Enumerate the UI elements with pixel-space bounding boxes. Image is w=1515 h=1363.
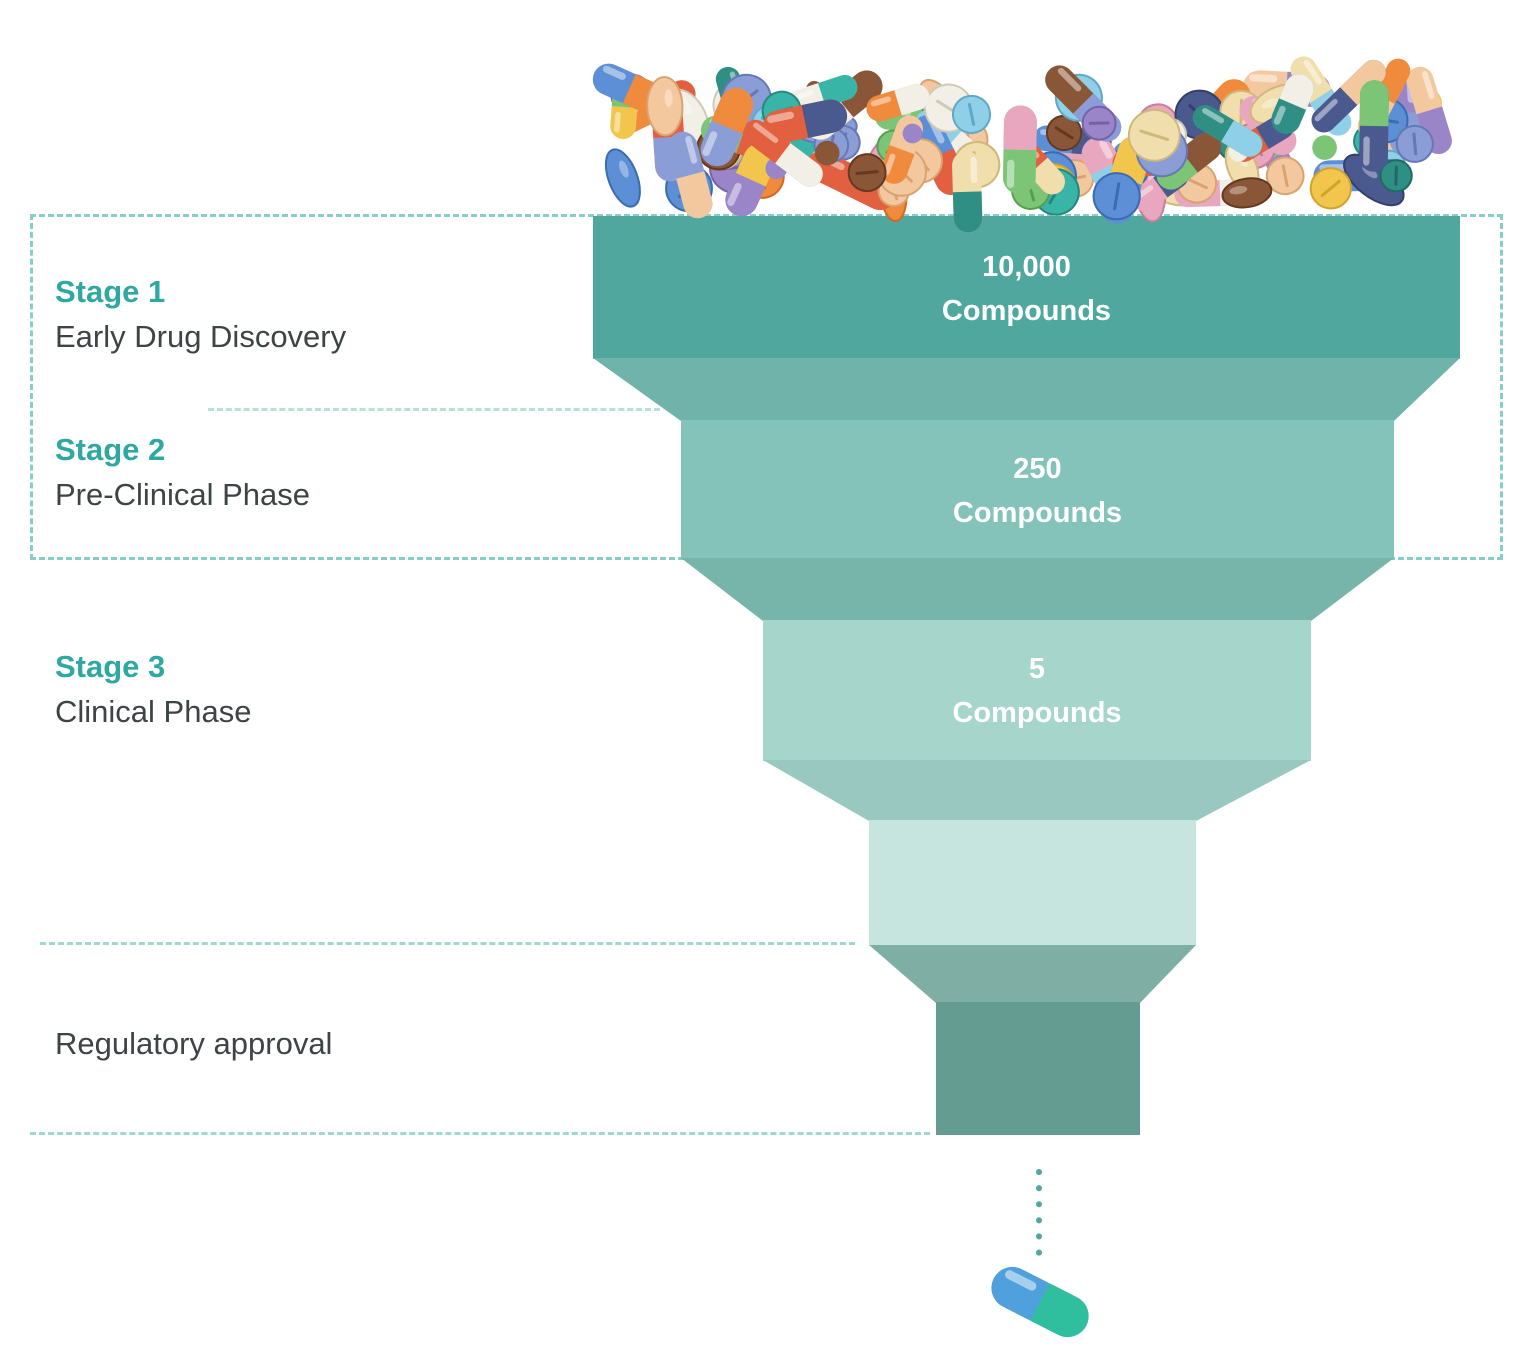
- band-3-count: 5: [1028, 653, 1046, 685]
- stage-2-title: Stage 2: [55, 432, 166, 467]
- funnel-transition-1: [593, 358, 1460, 421]
- band-1-value: 10,000 Compounds: [593, 246, 1460, 333]
- stage-3-subtitle: Clinical Phase: [55, 693, 252, 729]
- stage-3-title: Stage 3: [55, 649, 166, 684]
- funnel-band-3: [763, 620, 1311, 761]
- funnel-band-4: [869, 820, 1196, 946]
- pills-illustration: [592, 56, 1452, 233]
- final-capsule-icon: [991, 1266, 1089, 1338]
- band-1-count: 10,000: [982, 251, 1071, 283]
- band-1-unit: Compounds: [941, 294, 1112, 327]
- stage-2-subtitle: Pre-Clinical Phase: [55, 476, 310, 512]
- funnel-band-2: [681, 420, 1394, 559]
- stage-3-label: Stage 3 Clinical Phase: [55, 645, 251, 735]
- band-2-value: 250 Compounds: [681, 448, 1394, 535]
- regulatory-bottom-dashed-line: [30, 1132, 930, 1135]
- stage-1-title: Stage 1: [55, 274, 166, 309]
- regulatory-top-dashed-line: [40, 942, 855, 945]
- band-2-unit: Compounds: [952, 496, 1123, 529]
- funnel-transition-4: [869, 945, 1196, 1003]
- regulatory-approval-label: Regulatory approval: [55, 1022, 332, 1067]
- band-3-value: 5 Compounds: [763, 648, 1311, 735]
- funnel-transition-3: [763, 760, 1311, 821]
- funnel-band-1: [593, 216, 1460, 359]
- band-3-unit: Compounds: [952, 696, 1122, 729]
- stage-2-label: Stage 2 Pre-Clinical Phase: [55, 428, 310, 518]
- funnel-band-5: [936, 1002, 1140, 1135]
- stage-1-label: Stage 1 Early Drug Discovery: [55, 270, 346, 360]
- stage-divider-dashed-line: [208, 408, 660, 411]
- stage-1-subtitle: Early Drug Discovery: [55, 318, 347, 354]
- regulatory-approval-text: Regulatory approval: [55, 1026, 333, 1061]
- funnel-transition-2: [681, 558, 1394, 621]
- band-2-count: 250: [1013, 453, 1062, 485]
